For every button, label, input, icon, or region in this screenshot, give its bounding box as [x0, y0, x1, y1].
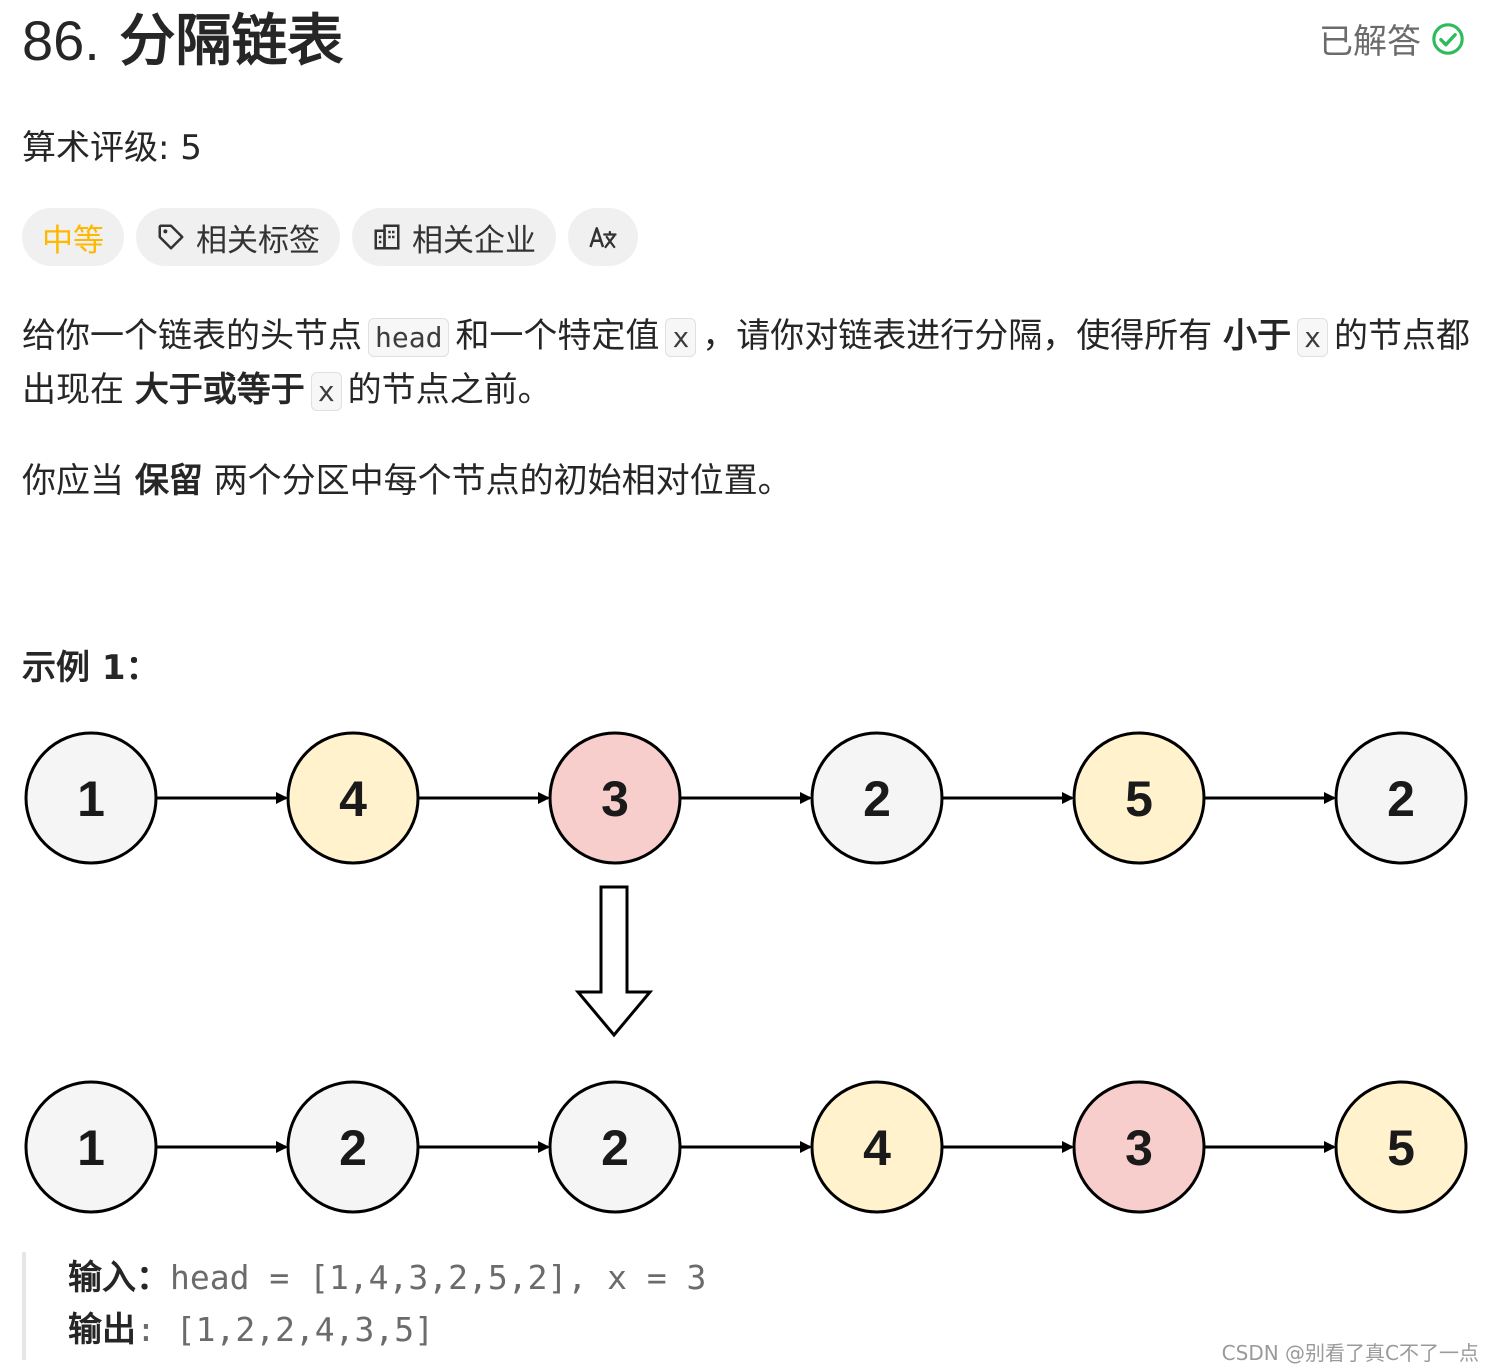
before-node-label-5: 5	[1125, 771, 1153, 827]
description-paragraph-2: 你应当 保留 两个分区中每个节点的初始相对位置。	[22, 455, 1472, 508]
before-node-label-6: 2	[1387, 771, 1415, 827]
before-node-label-4: 2	[863, 771, 891, 827]
inline-code-x: x	[665, 318, 697, 357]
solved-status: 已解答	[1319, 14, 1465, 63]
before-node-label-3: 3	[601, 771, 629, 827]
before-node-5	[1072, 731, 1206, 865]
input-label: 输入：	[68, 1258, 170, 1298]
bold-preserve: 保留	[134, 461, 203, 501]
after-node-label-1: 1	[77, 1120, 105, 1176]
translate-icon	[589, 227, 617, 249]
solved-label: 已解答	[1319, 22, 1421, 62]
down-arrow-icon	[574, 885, 654, 1038]
output-value: : [1,2,2,4,3,5]	[136, 1310, 435, 1349]
watermark: CSDN @别看了真C不了一点	[1221, 1341, 1479, 1365]
example-block: 输入：head = [1,4,3,2,5,2], x = 3 输出: [1,2,…	[22, 1252, 1022, 1360]
linked-list-diagram: 1 4 3 2 5 2 1 2 2 4 3 5	[24, 731, 1468, 1214]
problem-number: 86.	[22, 9, 100, 72]
translate-button[interactable]	[568, 208, 638, 266]
after-node-4	[810, 1080, 944, 1214]
desc-text: 两个分区中每个节点的初始相对位置。	[213, 461, 792, 501]
difficulty-label: 中等	[42, 222, 104, 259]
tag-pills: 中等 相关标签 相关企业	[22, 208, 638, 266]
problem-title: 分隔链表	[119, 9, 344, 74]
difficulty-badge[interactable]: 中等	[22, 208, 124, 266]
after-node-2	[286, 1080, 420, 1214]
desc-text: 的节点之前。	[347, 370, 552, 410]
before-node-label-1: 1	[77, 771, 105, 827]
desc-text: 你应当	[22, 461, 124, 501]
after-node-1	[24, 1080, 158, 1214]
before-node-2	[286, 731, 420, 865]
before-node-1	[24, 731, 158, 865]
desc-text: 和一个特定值	[455, 316, 660, 356]
desc-text: ，请你对链表进行分隔，使得所有	[702, 316, 1213, 356]
after-node-label-5: 3	[1125, 1120, 1153, 1176]
before-node-6	[1334, 731, 1468, 865]
after-node-6	[1334, 1080, 1468, 1214]
after-node-label-3: 2	[601, 1120, 629, 1176]
before-node-4	[810, 731, 944, 865]
related-tags-label: 相关标签	[196, 222, 320, 259]
related-tags-button[interactable]: 相关标签	[136, 208, 340, 266]
related-companies-button[interactable]: 相关企业	[352, 208, 556, 266]
after-node-3	[548, 1080, 682, 1214]
desc-text: 的节点都出现在	[22, 316, 1470, 410]
after-node-label-4: 4	[863, 1120, 891, 1176]
tag-icon	[158, 224, 184, 250]
building-icon	[374, 224, 400, 250]
page-title: 86. 分隔链表	[22, 8, 343, 75]
before-node-3	[548, 731, 682, 865]
example-title: 示例 1：	[22, 648, 160, 688]
rating: 算术评级: 5	[22, 128, 202, 168]
after-node-label-2: 2	[339, 1120, 367, 1176]
after-node-5	[1072, 1080, 1206, 1214]
input-value: head = [1,4,3,2,5,2], x = 3	[170, 1258, 707, 1297]
bold-greater-equal: 大于或等于	[134, 370, 305, 410]
check-circle-icon	[1432, 22, 1464, 55]
inline-code-head: head	[368, 318, 450, 357]
example-output-line: 输出: [1,2,2,4,3,5]	[68, 1304, 1022, 1356]
output-label: 输出	[68, 1310, 136, 1350]
desc-text: 给你一个链表的头节点	[22, 316, 362, 356]
inline-code-x: x	[310, 372, 342, 411]
example-input-line: 输入：head = [1,4,3,2,5,2], x = 3	[68, 1252, 1022, 1304]
before-node-label-2: 4	[339, 771, 367, 827]
after-node-label-6: 5	[1387, 1120, 1415, 1176]
related-companies-label: 相关企业	[412, 222, 536, 259]
bold-less-than: 小于	[1223, 316, 1292, 356]
inline-code-x: x	[1297, 318, 1328, 357]
